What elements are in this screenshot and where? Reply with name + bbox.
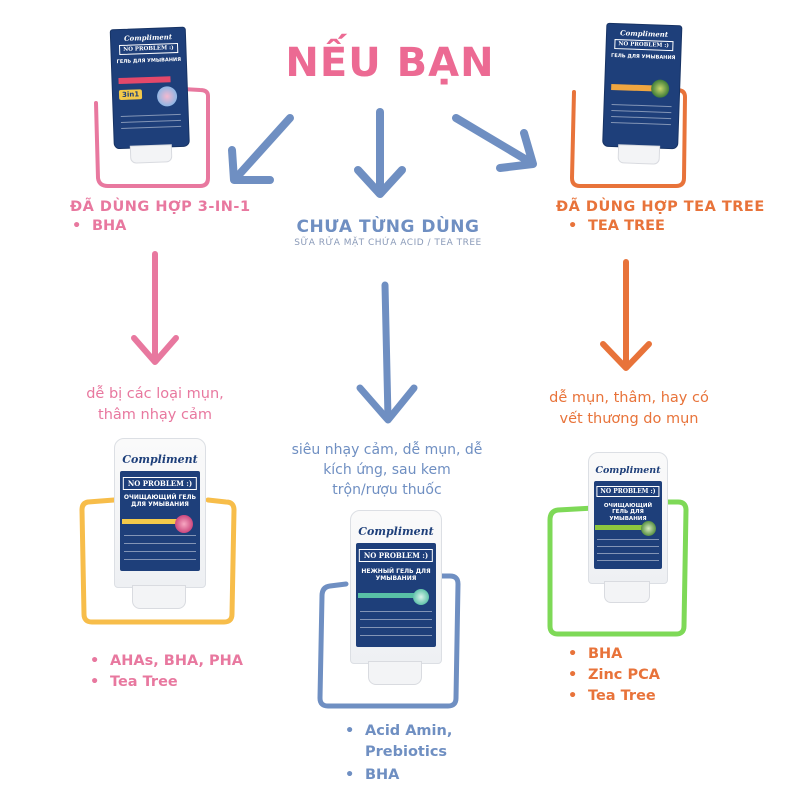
- center-condition-line: trộn/rượu thuốc: [332, 482, 442, 498]
- brand-logo: Compliment: [358, 525, 434, 538]
- arrow-to-left: [228, 114, 294, 184]
- product-name: ОЧИЩАЮЩИЙ ГЕЛЬ ДЛЯ УМЫВАНИЯ: [603, 503, 653, 522]
- right-condition-line: dễ mụn, thâm, hay có: [549, 390, 709, 406]
- right-bullet-list: TEA TREE: [566, 218, 665, 234]
- right-ingredient-item: BHA: [566, 644, 660, 665]
- right-heading: ĐÃ DÙNG HỢP TEA TREE: [556, 199, 765, 215]
- product-line-badge: NO PROBLEM :): [122, 477, 198, 490]
- main-title: NẾU BẠN: [285, 40, 495, 86]
- right-condition-text: dễ mụn, thâm, hay có vết thương do mụn: [514, 388, 744, 430]
- arrow-to-right: [452, 114, 537, 172]
- center-condition-text: siêu nhạy cảm, dễ mụn, dễ kích ứng, sau …: [262, 440, 512, 500]
- product-name: ОЧИЩАЮЩИЙ ГЕЛЬ ДЛЯ УМЫВАНИЯ: [123, 494, 197, 508]
- right-ingredient-list: BHA Zinc PCA Tea Tree: [566, 644, 660, 707]
- product-name: ГЕЛЬ ДЛЯ УМЫВАНИЯ: [116, 56, 182, 66]
- product-emblem: [413, 589, 429, 605]
- badge-3in1: 3in1: [118, 89, 143, 101]
- right-bullet-item: TEA TREE: [566, 218, 665, 234]
- product-name: ГЕЛЬ ДЛЯ УМЫВАНИЯ: [610, 52, 676, 62]
- arrow-center-down: [356, 281, 418, 424]
- right-condition-line: vết thương do mụn: [559, 411, 699, 427]
- center-condition-line: siêu nhạy cảm, dễ mụn, dễ: [291, 442, 483, 458]
- pink-frame-top-left: [94, 86, 210, 188]
- product-tube-top-left: Compliment NO PROBLEM :) ГЕЛЬ ДЛЯ УМЫВАН…: [109, 26, 190, 164]
- brand-logo: Compliment: [123, 32, 173, 43]
- product-tube-top-right: Compliment NO PROBLEM :) ГЕЛЬ ДЛЯ УМЫВАН…: [602, 22, 683, 165]
- left-condition-line: thâm nhạy cảm: [98, 407, 212, 423]
- tube-cap: [604, 581, 650, 603]
- product-tube-bottom-left: Compliment NO PROBLEM :) ОЧИЩАЮЩИЙ ГЕЛЬ …: [114, 438, 206, 610]
- tube-cap: [368, 661, 422, 685]
- left-ingredient-item: Tea Tree: [88, 672, 243, 693]
- product-emblem: [156, 86, 178, 107]
- product-line-badge: NO PROBLEM :): [118, 42, 178, 56]
- center-ingredient-list: Acid Amin, Prebiotics BHA: [343, 721, 493, 786]
- center-ingredient-item: BHA: [343, 765, 493, 786]
- tube-cap: [132, 585, 186, 609]
- left-bullet-item: BHA: [70, 218, 126, 234]
- center-ingredient-item: Acid Amin, Prebiotics: [343, 721, 493, 763]
- product-tube-bottom-center: Compliment NO PROBLEM :) НЕЖНЫЙ ГЕЛЬ ДЛЯ…: [350, 510, 442, 686]
- brand-logo: Compliment: [122, 453, 198, 466]
- orange-frame-top-right: [570, 88, 687, 188]
- center-condition-line: kích ứng, sau kem: [323, 462, 451, 478]
- product-emblem: [650, 79, 670, 98]
- brand-logo: Compliment: [595, 465, 661, 476]
- left-bullet-list: BHA: [70, 218, 126, 234]
- center-heading: CHƯA TỪNG DÙNG: [296, 217, 480, 237]
- arrow-to-center: [354, 108, 406, 198]
- arrow-left-down: [131, 251, 179, 365]
- brand-logo: Compliment: [619, 28, 669, 39]
- right-ingredient-item: Tea Tree: [566, 686, 660, 707]
- center-subheading: SỮA RỬA MẶT CHỨA ACID / TEA TREE: [294, 238, 482, 248]
- green-frame-bottom-right: [547, 499, 689, 637]
- product-name: НЕЖНЫЙ ГЕЛЬ ДЛЯ УМЫВАНИЯ: [361, 568, 431, 582]
- blue-frame-bottom-center: [317, 573, 461, 709]
- arrow-right-down: [600, 259, 652, 371]
- right-ingredient-item: Zinc PCA: [566, 665, 660, 686]
- yellow-frame-bottom-left: [79, 497, 237, 625]
- product-line-badge: NO PROBLEM :): [358, 549, 434, 562]
- left-ingredient-list: AHAs, BHA, PHA Tea Tree: [88, 651, 243, 693]
- tube-cap: [129, 144, 173, 164]
- product-emblem: [175, 515, 193, 533]
- left-condition-line: dễ bị các loại mụn,: [86, 386, 224, 402]
- product-line-badge: NO PROBLEM :): [614, 39, 674, 52]
- left-condition-text: dễ bị các loại mụn, thâm nhạy cảm: [40, 384, 270, 426]
- left-ingredient-item: AHAs, BHA, PHA: [88, 651, 243, 672]
- product-line-badge: NO PROBLEM :): [596, 486, 660, 497]
- product-emblem: [641, 521, 656, 536]
- left-heading: ĐÃ DÙNG HỢP 3-IN-1: [70, 199, 251, 215]
- product-tube-bottom-right: Compliment NO PROBLEM :) ОЧИЩАЮЩИЙ ГЕЛЬ …: [588, 452, 668, 604]
- tube-cap: [617, 144, 661, 165]
